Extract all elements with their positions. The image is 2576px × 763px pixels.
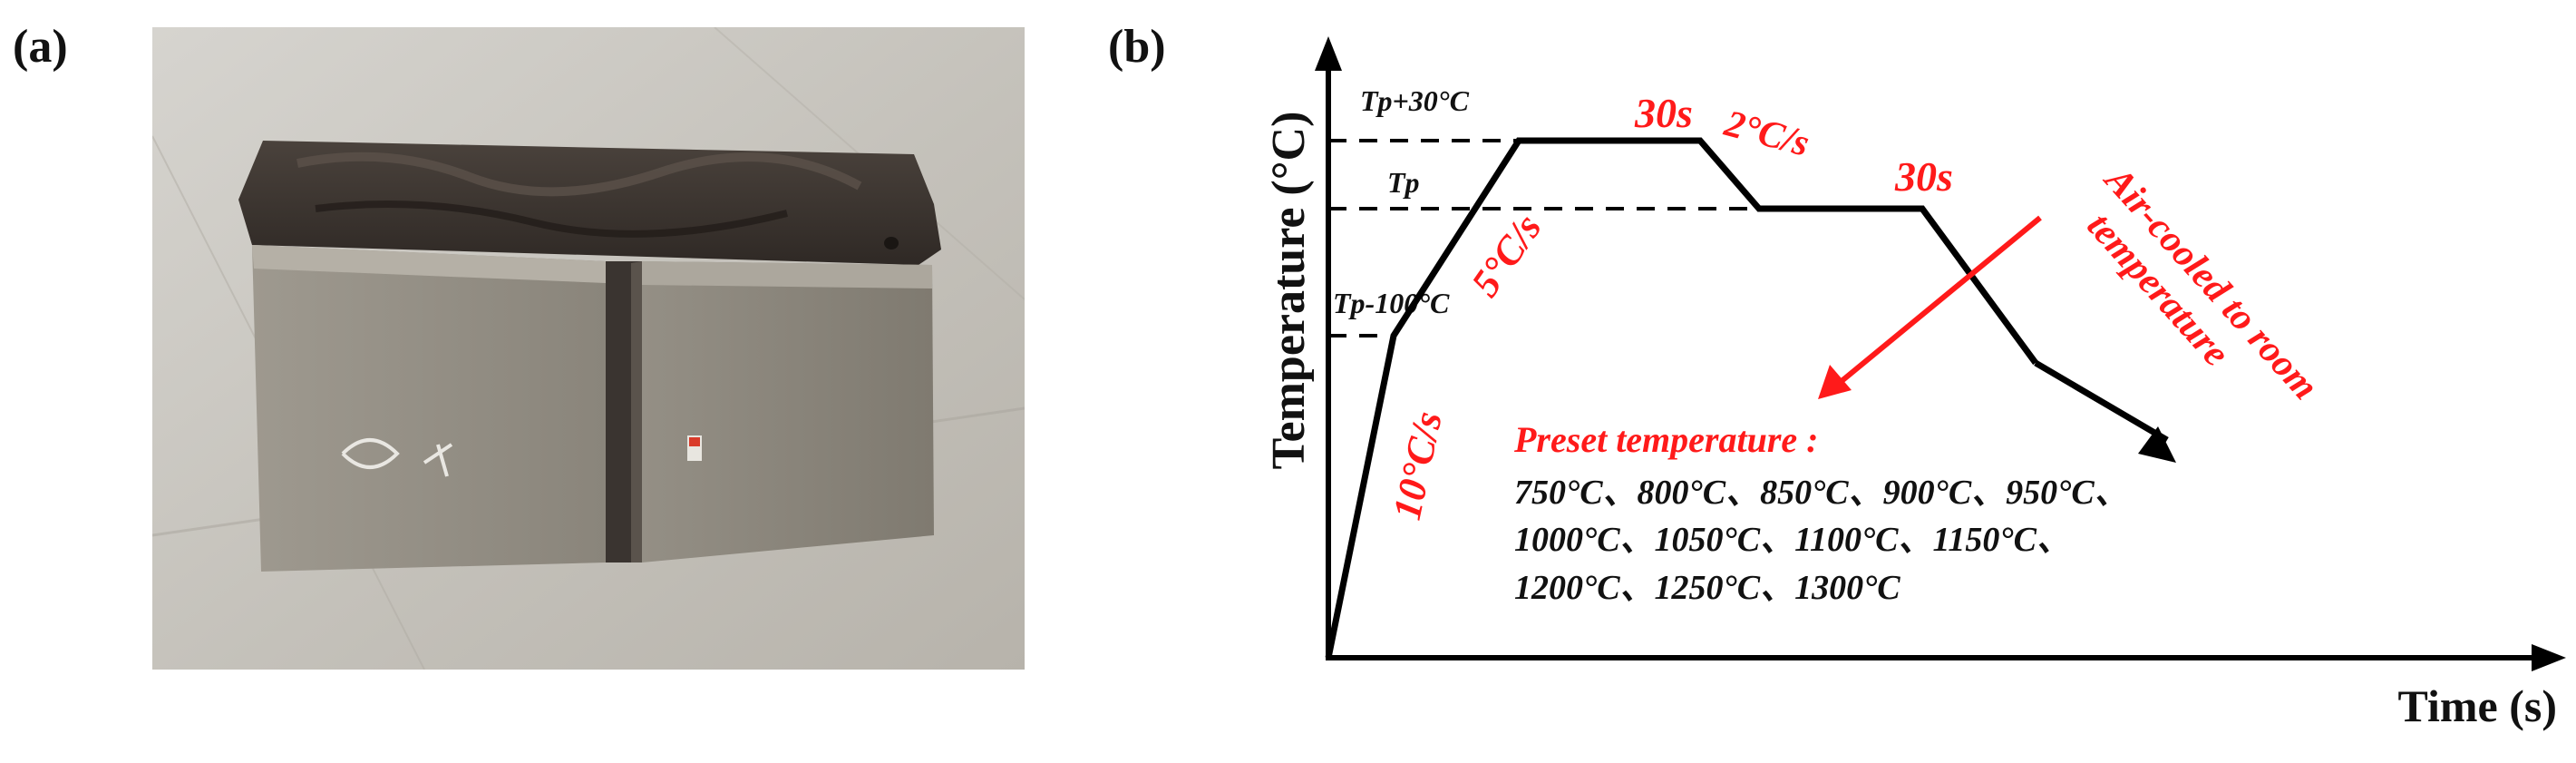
x-axis-arrowhead — [2532, 644, 2566, 671]
cooling-arrow-shaft — [2034, 359, 2169, 444]
preset-row-1: 750°C、800°C、850°C、900°C、950°C、 — [1514, 474, 2129, 512]
level-low-label: Tp-100°C — [1333, 287, 1450, 319]
hold-2-label: 30s — [1894, 153, 1953, 200]
rate-5-label: 5°C/s — [1463, 206, 1550, 305]
panel-label-a: (a) — [13, 21, 68, 73]
thermal-cycle-diagram: Temperature (°C) Time (s) Tp+30°C Tp Tp-… — [1263, 36, 2566, 731]
level-peak-label: Tp — [1387, 166, 1420, 199]
preset-row-2: 1000°C、1050°C、1100°C、1150°C、 — [1514, 521, 2071, 559]
level-high-label: Tp+30°C — [1360, 84, 1470, 117]
axes — [1315, 36, 2566, 671]
rate-10-label: 10°C/s — [1385, 407, 1451, 523]
preset-arrow-shaft — [1834, 215, 2042, 388]
cooling-arrowhead — [2138, 426, 2176, 463]
hold-1-label: 30s — [1634, 90, 1693, 136]
welded-steel-plate-photo — [152, 27, 1025, 670]
y-axis-title: Temperature (°C) — [1263, 112, 1315, 470]
thermal-profile-line — [1325, 137, 2038, 659]
preset-title: Preset temperature : — [1513, 419, 1819, 460]
rate-2-label: 2°C/s — [1719, 103, 1813, 165]
preset-row-3: 1200°C、1250°C、1300°C — [1514, 569, 1900, 607]
y-axis-arrowhead — [1315, 36, 1342, 71]
x-axis-title: Time (s) — [2398, 680, 2557, 731]
panel-label-b: (b) — [1108, 21, 1166, 73]
preset-arrowhead — [1818, 365, 1852, 399]
